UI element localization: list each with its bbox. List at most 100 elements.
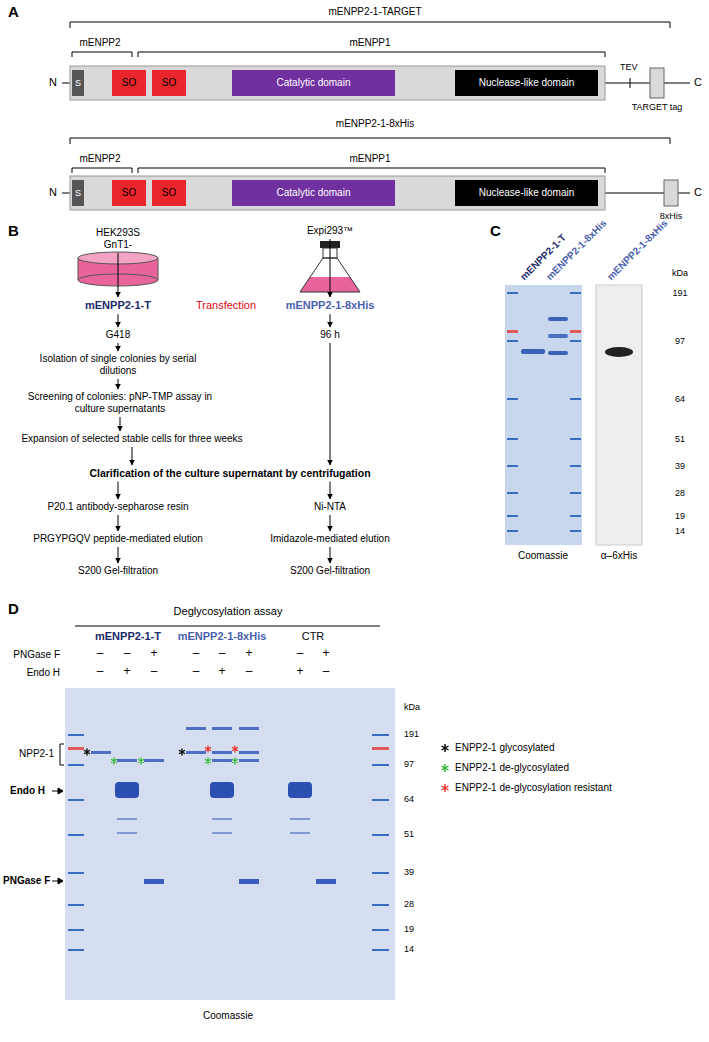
legend-swatch xyxy=(440,743,450,753)
western-blot xyxy=(596,285,642,545)
text-label: 51 xyxy=(675,434,685,444)
construct-lines xyxy=(62,22,690,193)
process-step: mENPP2-1-T xyxy=(83,298,153,313)
coomassie-gel xyxy=(507,292,581,532)
deglycosylation-gel xyxy=(117,818,137,820)
deglycosylation-gel xyxy=(212,832,232,834)
process-step: PRGYPGQV peptide-mediated elution xyxy=(31,532,205,546)
culture-dish xyxy=(78,258,79,280)
deglycosylation-gel xyxy=(372,734,389,736)
flow-arrow xyxy=(117,482,118,499)
flow-arrow xyxy=(118,253,119,297)
node-text: mENPP2-1-T xyxy=(85,299,151,312)
coomassie-gel xyxy=(505,285,582,545)
process-step: P20.1 antibody-sepharose resin xyxy=(45,500,190,514)
text-label: TARGET tag xyxy=(632,102,683,112)
deglycosylation-gel xyxy=(91,751,111,754)
construct-lines xyxy=(670,138,671,144)
text-label: – xyxy=(97,647,104,661)
construct-lines xyxy=(62,193,70,194)
node-text: S xyxy=(75,78,81,89)
coomassie-gel xyxy=(570,340,581,342)
deglycosylation-gel xyxy=(239,879,259,884)
gel-asterisk xyxy=(205,758,211,765)
process-step: Screening of colonies: pNP-TMP assay in … xyxy=(18,390,223,416)
construct-lines xyxy=(72,168,73,173)
construct-lines xyxy=(630,78,631,88)
text-label: C xyxy=(490,222,501,239)
process-step: mENPP2-1-8xHis xyxy=(284,298,377,313)
node-text: SO xyxy=(162,77,176,89)
text-label: mENPP1 xyxy=(349,153,390,165)
coomassie-gel xyxy=(507,438,518,440)
node-text: SO xyxy=(122,77,136,89)
asterisk-mark xyxy=(442,744,449,752)
deglycosylation-gel xyxy=(372,799,389,801)
deglycosylation-gel xyxy=(372,904,389,906)
text-label: Endo H xyxy=(10,785,45,797)
text-label: 28 xyxy=(404,899,414,909)
coomassie-gel xyxy=(507,398,518,400)
deglycosylation-gel xyxy=(68,747,84,750)
gel-asterisk xyxy=(232,746,238,753)
domain-box: SO xyxy=(152,180,186,206)
text-label: 191 xyxy=(672,288,687,298)
node-text: Isolation of single colonies by serial d… xyxy=(33,353,204,377)
process-step: Clarification of the culture supernatant… xyxy=(87,466,372,481)
deglycosylation-gel xyxy=(372,872,389,874)
construct-lines xyxy=(138,52,605,53)
construct-lines xyxy=(138,168,605,169)
text-label: A xyxy=(8,3,19,20)
coomassie-gel xyxy=(548,334,568,338)
construct-lines xyxy=(72,52,132,53)
asterisk-mark xyxy=(442,784,449,792)
text-label: + xyxy=(123,665,130,679)
coomassie-gel xyxy=(570,292,581,294)
coomassie-gel xyxy=(570,330,581,333)
coomassie-gel xyxy=(548,317,568,321)
process-step: Expi293™ xyxy=(305,224,355,238)
gel-pointer xyxy=(60,744,64,765)
deglycosylation-gel xyxy=(68,834,84,836)
deglycosylation-gel xyxy=(290,818,310,820)
text-label: mENPP2-1-8xHis xyxy=(178,630,267,643)
deglycosylation-gel xyxy=(117,759,137,762)
text-label: Coomassie xyxy=(203,1010,253,1022)
text-label: – xyxy=(219,647,226,661)
text-label: 39 xyxy=(675,461,685,471)
deglycosylation-gel xyxy=(212,727,232,730)
flow-arrow xyxy=(329,239,330,297)
coomassie-gel xyxy=(570,438,581,440)
text-label: B xyxy=(8,222,19,239)
coomassie-gel xyxy=(570,465,581,467)
domain-box: SO xyxy=(112,180,146,206)
deglycosylation-gel xyxy=(239,751,259,754)
construct-lines xyxy=(670,22,671,28)
gel-asterisk xyxy=(84,746,238,765)
flow-arrow xyxy=(131,447,132,465)
flow-arrow xyxy=(330,515,331,531)
construct-lines xyxy=(132,52,133,57)
legend-row: ENPP2-1 de-glycosylation resistant xyxy=(440,782,612,793)
text-label: 51 xyxy=(404,829,414,839)
text-label: 39 xyxy=(404,867,414,877)
deglycosylation-gel xyxy=(68,734,84,736)
text-label: Endo H xyxy=(27,667,60,679)
flow-arrow xyxy=(330,482,331,499)
deglycosylation-gel xyxy=(212,751,232,754)
construct-lines xyxy=(72,168,132,169)
text-label: mENPP2-1-T xyxy=(95,630,161,643)
domain-box: S xyxy=(72,180,84,206)
text-label: 64 xyxy=(404,794,414,804)
coomassie-gel xyxy=(507,515,518,517)
legend-text: ENPP2-1 de-glycosylation resistant xyxy=(455,782,612,793)
deglycosylation-gel xyxy=(239,727,259,730)
coomassie-gel xyxy=(507,340,518,342)
construct-lines xyxy=(70,22,670,23)
text-label: 14 xyxy=(404,944,414,954)
construct-lines xyxy=(605,168,606,173)
text-label: kDa xyxy=(404,702,420,712)
text-label: N xyxy=(49,76,57,89)
domain-box: S xyxy=(72,70,84,96)
text-label: D xyxy=(8,600,19,617)
